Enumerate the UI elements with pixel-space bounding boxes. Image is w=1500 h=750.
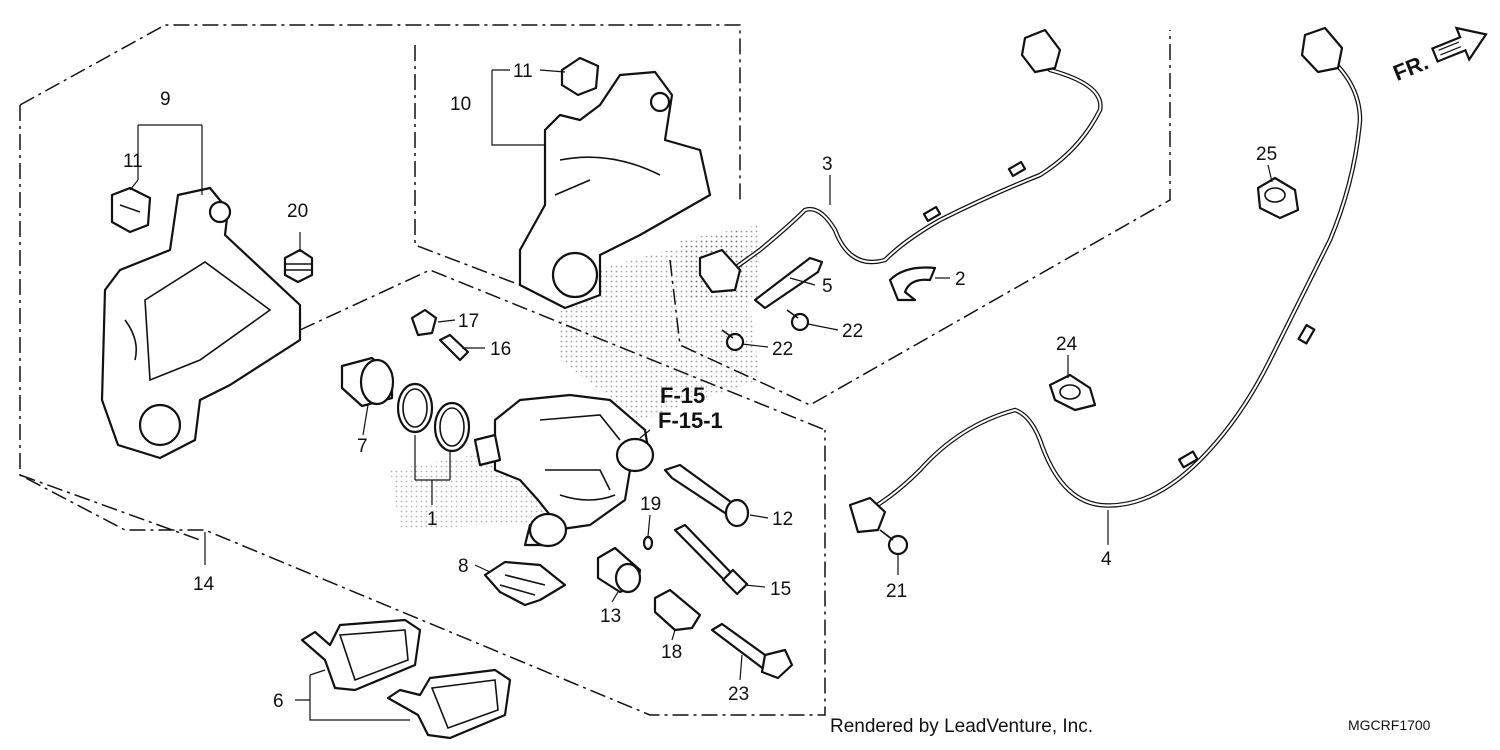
flange-bolt-23[interactable]: [710, 622, 794, 680]
callout-20[interactable]: 20: [287, 201, 308, 222]
callout-labels: 1 2 3 4 5 6 7 8 9 10 11 11 12 13 14 15 1…: [123, 61, 1277, 712]
caliper-body[interactable]: [473, 393, 655, 548]
callout-9[interactable]: 9: [160, 89, 171, 110]
brake-pad-rear[interactable]: [386, 668, 512, 740]
callout-4[interactable]: 4: [1101, 549, 1112, 570]
callout-12[interactable]: 12: [772, 509, 793, 530]
front-direction-label: FR.: [1390, 49, 1432, 85]
wire-clamp-25[interactable]: [1256, 176, 1300, 220]
caliper-piston[interactable]: [340, 356, 395, 408]
callout-11-left[interactable]: 11: [123, 151, 143, 172]
callout-10[interactable]: 10: [450, 94, 471, 115]
piston-seals[interactable]: [396, 382, 471, 453]
wire-clamp-24[interactable]: [1048, 373, 1097, 412]
callout-23[interactable]: 23: [728, 684, 749, 705]
callout-6[interactable]: 6: [273, 691, 284, 712]
flange-bolt-22a[interactable]: [721, 329, 745, 352]
bracket-clip-left[interactable]: [110, 186, 152, 234]
callout-5[interactable]: 5: [822, 276, 833, 297]
callout-17[interactable]: 17: [458, 311, 479, 332]
sensor-stay[interactable]: [753, 256, 824, 310]
callout-22-a[interactable]: 22: [772, 339, 793, 360]
arrow-up-right-icon: [1430, 26, 1488, 63]
bleeder-cap[interactable]: [410, 308, 438, 337]
callout-19[interactable]: 19: [640, 494, 661, 515]
callout-8[interactable]: 8: [458, 556, 469, 577]
callout-14[interactable]: 14: [193, 574, 215, 595]
flange-bolt-21[interactable]: [879, 529, 909, 556]
callout-3[interactable]: 3: [822, 154, 833, 175]
bleeder-screw[interactable]: [438, 333, 470, 362]
render-credit: Rendered by LeadVenture, Inc.: [830, 716, 1093, 737]
pin-boot[interactable]: [596, 546, 642, 594]
reference-labels: F-15 F-15-1: [658, 383, 723, 433]
pin-collar[interactable]: [653, 588, 702, 632]
callout-1[interactable]: 1: [427, 509, 438, 530]
callout-7[interactable]: 7: [357, 436, 368, 457]
pin-bolt-a[interactable]: [663, 463, 750, 528]
reference-f15[interactable]: F-15: [660, 383, 705, 408]
callout-11-upper[interactable]: 11: [513, 61, 533, 82]
rubber-boot[interactable]: [283, 248, 314, 284]
reference-f15-1[interactable]: F-15-1: [658, 408, 723, 433]
wheel-speed-sensor[interactable]: [698, 28, 1103, 294]
pad-spring[interactable]: [483, 560, 567, 607]
callout-24[interactable]: 24: [1056, 334, 1078, 355]
caliper-bracket[interactable]: [100, 186, 302, 460]
callout-22-b[interactable]: 22: [842, 321, 863, 342]
callout-21[interactable]: 21: [886, 581, 907, 602]
pin-bolt-b[interactable]: [673, 523, 749, 596]
leader-lines: [129, 69, 1273, 721]
flange-bolt-22b[interactable]: [786, 309, 810, 332]
diagram-code: MGCRF1700: [1348, 717, 1431, 733]
o-ring[interactable]: [642, 535, 654, 551]
brake-pad-front[interactable]: [300, 618, 422, 692]
rear-speed-sensor[interactable]: [848, 26, 1363, 534]
upper-caliper-bracket[interactable]: [518, 70, 712, 310]
callout-16[interactable]: 16: [490, 339, 511, 360]
callout-13[interactable]: 13: [600, 606, 621, 627]
callout-25[interactable]: 25: [1256, 144, 1277, 165]
bracket-clip-upper[interactable]: [560, 56, 600, 97]
callout-15[interactable]: 15: [770, 579, 791, 600]
front-direction-marker: FR.: [1390, 26, 1488, 86]
callout-2[interactable]: 2: [955, 269, 966, 290]
assembly-frames: [19, 24, 1171, 716]
wire-clamp-2[interactable]: [888, 266, 937, 302]
callout-18[interactable]: 18: [661, 642, 682, 663]
